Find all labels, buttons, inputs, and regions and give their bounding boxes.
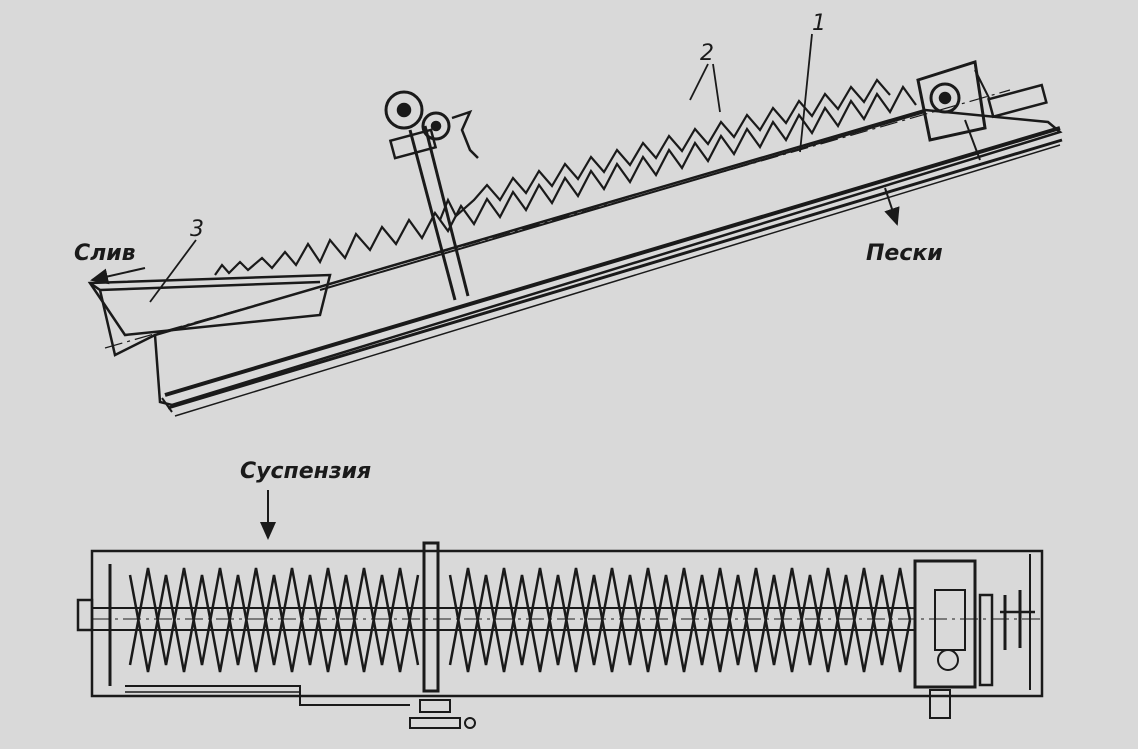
spiral-blades-plan — [128, 567, 912, 673]
side-view — [87, 33, 1063, 417]
lifting-mechanism — [384, 90, 479, 301]
label-overflow: Слив — [74, 241, 136, 266]
label-suspension: Суспензия — [240, 459, 371, 484]
spiral-blades-side — [214, 78, 917, 276]
drive-housing-side — [916, 60, 1048, 161]
label-num-1: 1 — [812, 11, 826, 36]
label-sands: Пески — [866, 241, 943, 266]
label-num-3: 3 — [190, 217, 204, 242]
label-num-2: 2 — [700, 41, 714, 66]
plan-view — [76, 490, 1044, 729]
drive-unit-plan — [913, 559, 1035, 719]
overflow-box — [87, 273, 332, 337]
